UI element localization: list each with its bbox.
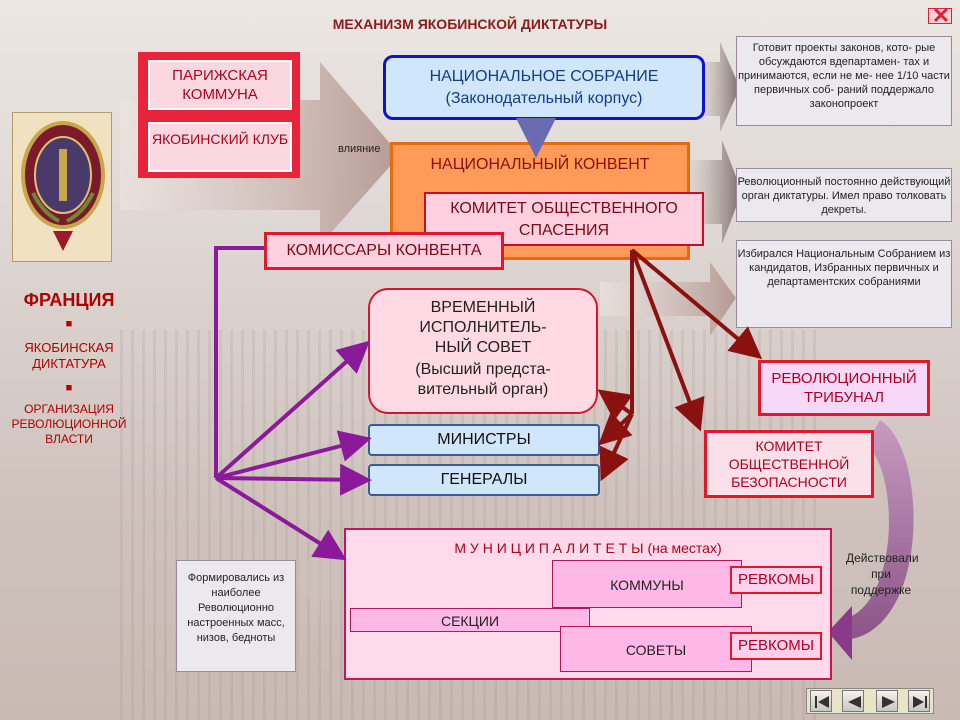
prev-icon[interactable]	[842, 690, 864, 712]
bullet-1: ■	[65, 318, 73, 330]
provisional-council-title: ВРЕМЕННЫЙ ИСПОЛНИТЕЛЬ- НЫЙ СОВЕТ	[419, 299, 547, 356]
arrow-to-tribunal	[630, 248, 763, 360]
revkoms-box-2: РЕВКОМЫ	[730, 632, 822, 660]
last-icon[interactable]	[908, 690, 930, 712]
info-box-council: Избирался Национальным Собранием из канд…	[736, 240, 952, 328]
arrow-assembly-to-info	[700, 42, 740, 132]
paris-commune-box: ПАРИЖСКАЯ КОММУНА	[148, 60, 292, 110]
arrow-to-municipalities	[214, 476, 347, 561]
jacobin-club-box: ЯКОБИНСКИЙ КЛУБ	[148, 122, 292, 172]
soviets-box: СОВЕТЫ	[560, 626, 752, 672]
next-icon[interactable]	[876, 690, 898, 712]
arrow-to-ministers	[215, 430, 372, 480]
arrow-to-security	[630, 249, 705, 432]
formed-note-box: Формировались из наиболее Революционно н…	[176, 560, 296, 672]
arrow-to-council-red	[597, 389, 634, 421]
close-icon[interactable]: ✕	[931, 3, 951, 28]
revolutionary-tribunal-box: РЕВОЛЮЦИОННЫЙ ТРИБУНАЛ	[758, 360, 930, 416]
arrow-to-generals-red	[599, 413, 634, 482]
first-icon[interactable]	[810, 690, 832, 712]
ministers-box: МИНИСТРЫ	[368, 424, 600, 456]
sidebar-item-revolutionary-power: ОРГАНИЗАЦИЯ РЕВОЛЮЦИОННОЙ ВЛАСТИ	[11, 402, 127, 446]
general-security-committee-box: КОМИТЕТ ОБЩЕСТВЕННОЙ БЕЗОПАСНОСТИ	[704, 430, 874, 498]
communes-box: КОММУНЫ	[552, 560, 742, 608]
sidebar-item-jacobin-dictatorship: ЯКОБИНСКАЯ ДИКТАТУРА	[24, 340, 114, 371]
emblem-icon	[21, 121, 105, 251]
sections-box: СЕКЦИИ	[350, 608, 590, 632]
info-box-committee: Революционный постоянно действующий орга…	[736, 168, 952, 222]
generals-box: ГЕНЕРАЛЫ	[368, 464, 600, 496]
country-heading: ФРАНЦИЯ	[23, 290, 115, 310]
national-assembly-title: НАЦИОНАЛЬНОЕ СОБРАНИЕ	[429, 68, 659, 85]
support-arrowhead	[828, 606, 852, 660]
arrow-council-to-info	[600, 262, 736, 336]
municipalities-title: М У Н И Ц И П А Л И Т Е Т Ы (на местах)	[454, 540, 722, 556]
commissars-trunk-line	[214, 246, 264, 478]
revkoms-box-1: РЕВКОМЫ	[730, 566, 822, 594]
coat-of-arms-image	[12, 112, 112, 262]
info-box-assembly: Готовит проекты законов, кото- рые обсуж…	[736, 36, 952, 126]
close-button[interactable]	[928, 8, 952, 24]
arrow-to-generals	[215, 463, 372, 496]
provisional-council-subtitle: (Высший предста- вительный орган)	[415, 361, 551, 398]
influence-label: влияние	[338, 143, 381, 155]
national-assembly-subtitle: (Законодательный корпус)	[445, 90, 643, 107]
support-note: Действовали при поддержке	[846, 551, 919, 597]
commissars-box: КОМИССАРЫ КОНВЕНТА	[264, 232, 504, 270]
page-title: МЕХАНИЗМ ЯКОБИНСКОЙ ДИКТАТУРЫ	[332, 16, 608, 32]
national-convention-title: НАЦИОНАЛЬНЫЙ КОНВЕНТ	[430, 156, 650, 173]
arrow-to-council	[214, 340, 370, 480]
arrow-to-ministers-red	[598, 411, 634, 446]
bullet-2: ■	[65, 382, 73, 394]
support-curve	[840, 420, 914, 640]
